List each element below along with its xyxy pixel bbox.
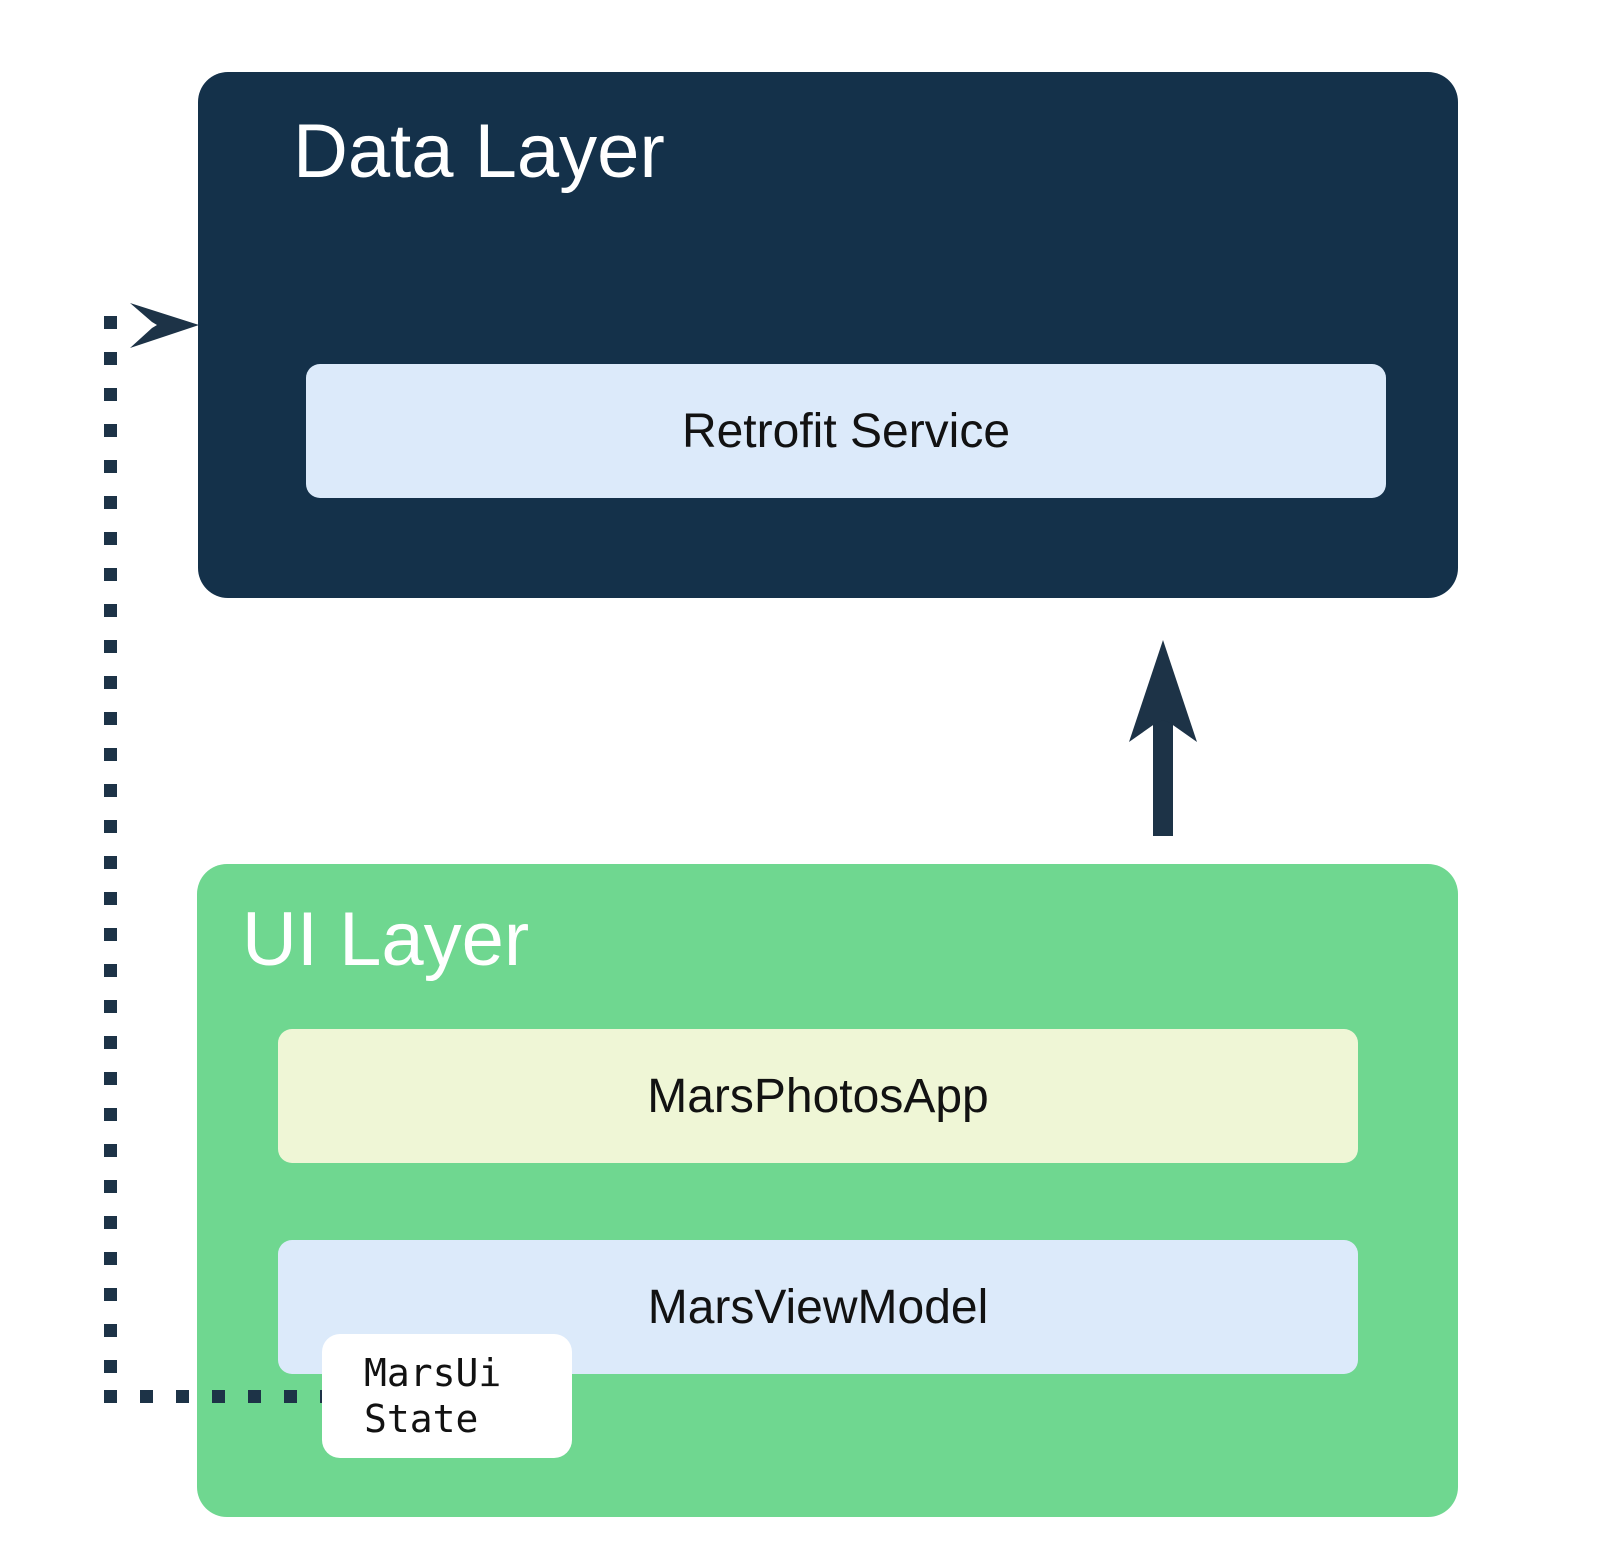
arrowhead-into-data-layer <box>130 303 199 348</box>
arrow-viewmodel-to-data-layer <box>1129 640 1197 836</box>
data-layer-container: Data Layer Retrofit Service <box>198 72 1458 598</box>
ui-layer-title: UI Layer <box>242 897 530 982</box>
mars-ui-state-line-1: MarsUi <box>364 1350 502 1395</box>
mars-ui-state-line-2: State <box>364 1397 479 1441</box>
retrofit-service-box[interactable]: Retrofit Service <box>306 364 1386 498</box>
mars-ui-state-callout[interactable]: MarsUi State <box>322 1334 572 1458</box>
data-layer-title: Data Layer <box>293 109 665 194</box>
mars-photos-app-box[interactable]: MarsPhotosApp <box>278 1029 1358 1163</box>
